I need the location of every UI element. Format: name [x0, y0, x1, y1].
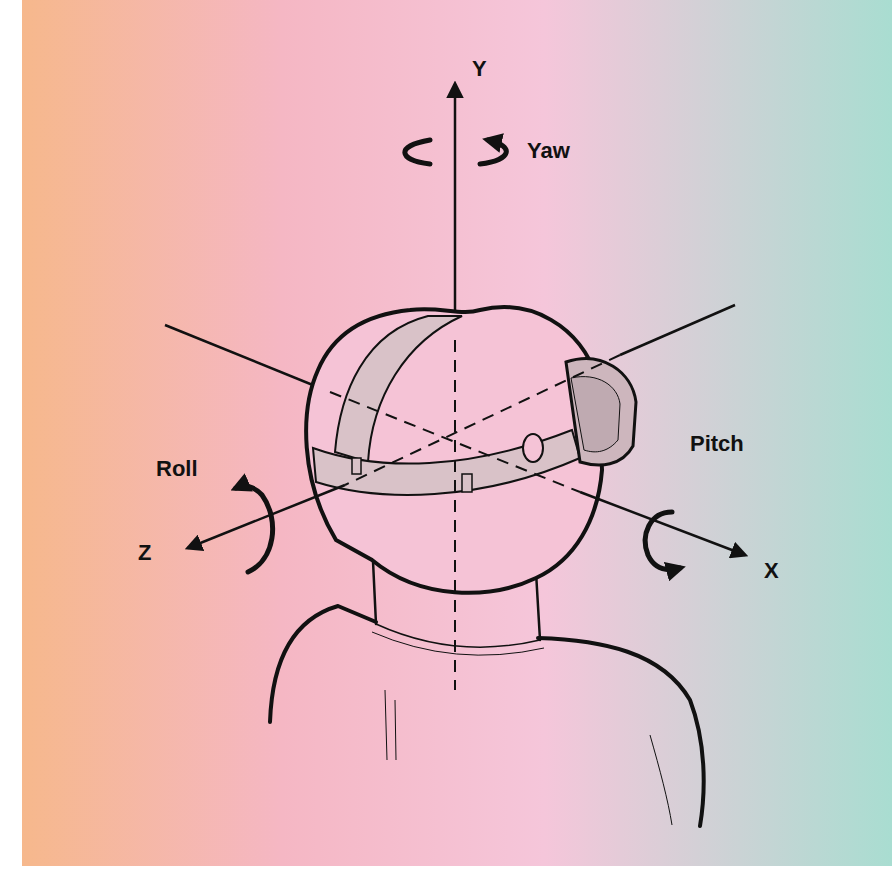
axes-hidden — [330, 340, 620, 690]
collar — [376, 624, 540, 647]
shirt-folds — [385, 690, 672, 825]
headset-top-strap — [335, 316, 462, 462]
collar — [372, 632, 544, 655]
visor-front — [571, 377, 620, 452]
yaw-arrow — [405, 140, 506, 164]
strap-buckle — [352, 458, 361, 474]
headset-band — [313, 430, 580, 495]
y-axis — [454, 84, 457, 340]
axis-label: Roll — [156, 458, 198, 480]
axis-label: X — [764, 560, 779, 582]
axis-label: Y — [472, 58, 487, 80]
gradient-ground — [22, 0, 892, 866]
pitch-arrow — [645, 512, 680, 569]
x-axis-back — [165, 325, 330, 392]
roll-arrow — [236, 486, 273, 572]
z-axis-back — [620, 305, 735, 355]
strap-buckle — [462, 474, 472, 492]
axis-label: Pitch — [690, 433, 744, 455]
z-axis — [188, 485, 345, 548]
axis-label: Yaw — [527, 140, 570, 162]
rotation-arrows — [236, 140, 680, 572]
x-axis — [580, 492, 745, 555]
ear — [523, 434, 543, 462]
axis-label: Z — [138, 542, 151, 564]
